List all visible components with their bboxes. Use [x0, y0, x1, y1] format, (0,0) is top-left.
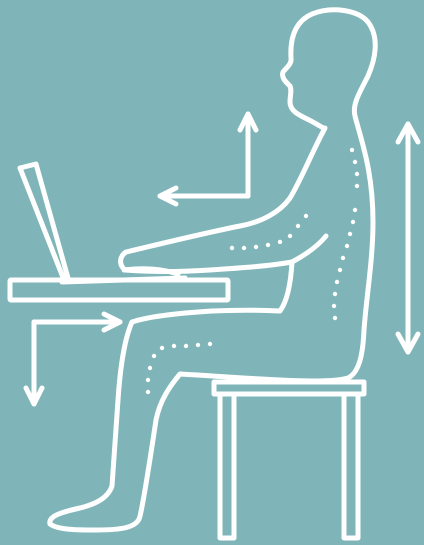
spine-dots — [332, 148, 359, 320]
elbow-line — [292, 236, 326, 262]
vertical-double-arrow-icon — [398, 124, 418, 352]
laptop-icon — [20, 164, 185, 282]
desk-surface — [10, 280, 228, 300]
thigh-dots — [146, 342, 212, 394]
arrow-up-left-icon — [160, 114, 256, 204]
stool-icon — [214, 382, 364, 538]
arm-dots — [230, 214, 308, 250]
arrow-right-down-icon — [26, 314, 120, 404]
seated-person-silhouette — [50, 10, 375, 530]
